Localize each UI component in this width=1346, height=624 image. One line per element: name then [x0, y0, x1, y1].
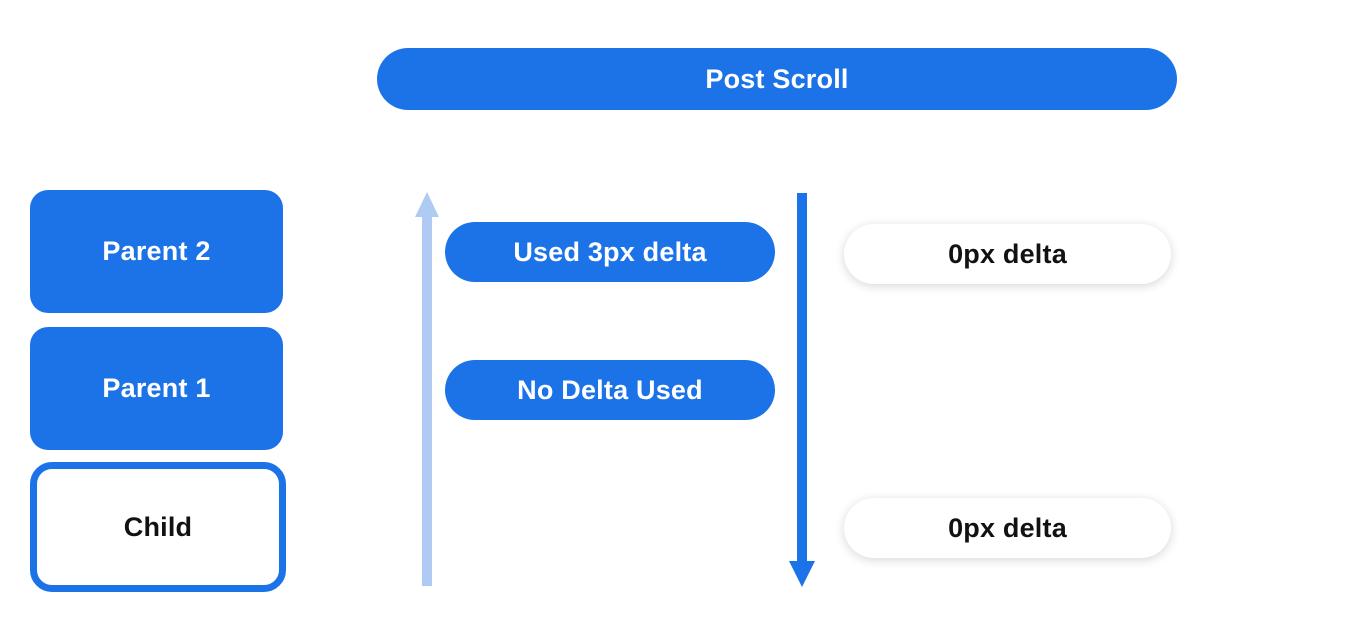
node-parent-1-label: Parent 1	[102, 373, 211, 403]
zero-delta-top-pill: 0px delta	[844, 224, 1171, 284]
node-child-label: Child	[123, 511, 193, 542]
node-child: Child	[30, 462, 286, 592]
zero-delta-top-label: 0px delta	[948, 238, 1067, 269]
node-parent-2: Parent 2	[30, 190, 283, 313]
scroll-up-arrow-icon	[415, 192, 439, 586]
zero-delta-bottom-label: 0px delta	[948, 512, 1067, 543]
no-delta-pill: No Delta Used	[445, 360, 775, 420]
used-delta-pill: Used 3px delta	[445, 222, 775, 282]
node-parent-1: Parent 1	[30, 327, 283, 450]
zero-delta-bottom-pill: 0px delta	[844, 498, 1171, 558]
diagram-title: Post Scroll	[705, 63, 849, 94]
used-delta-label: Used 3px delta	[513, 236, 707, 267]
post-scroll-title-pill: Post Scroll	[377, 48, 1177, 110]
scroll-down-arrow-icon	[789, 193, 815, 587]
no-delta-label: No Delta Used	[517, 374, 703, 405]
node-parent-2-label: Parent 2	[102, 236, 211, 266]
